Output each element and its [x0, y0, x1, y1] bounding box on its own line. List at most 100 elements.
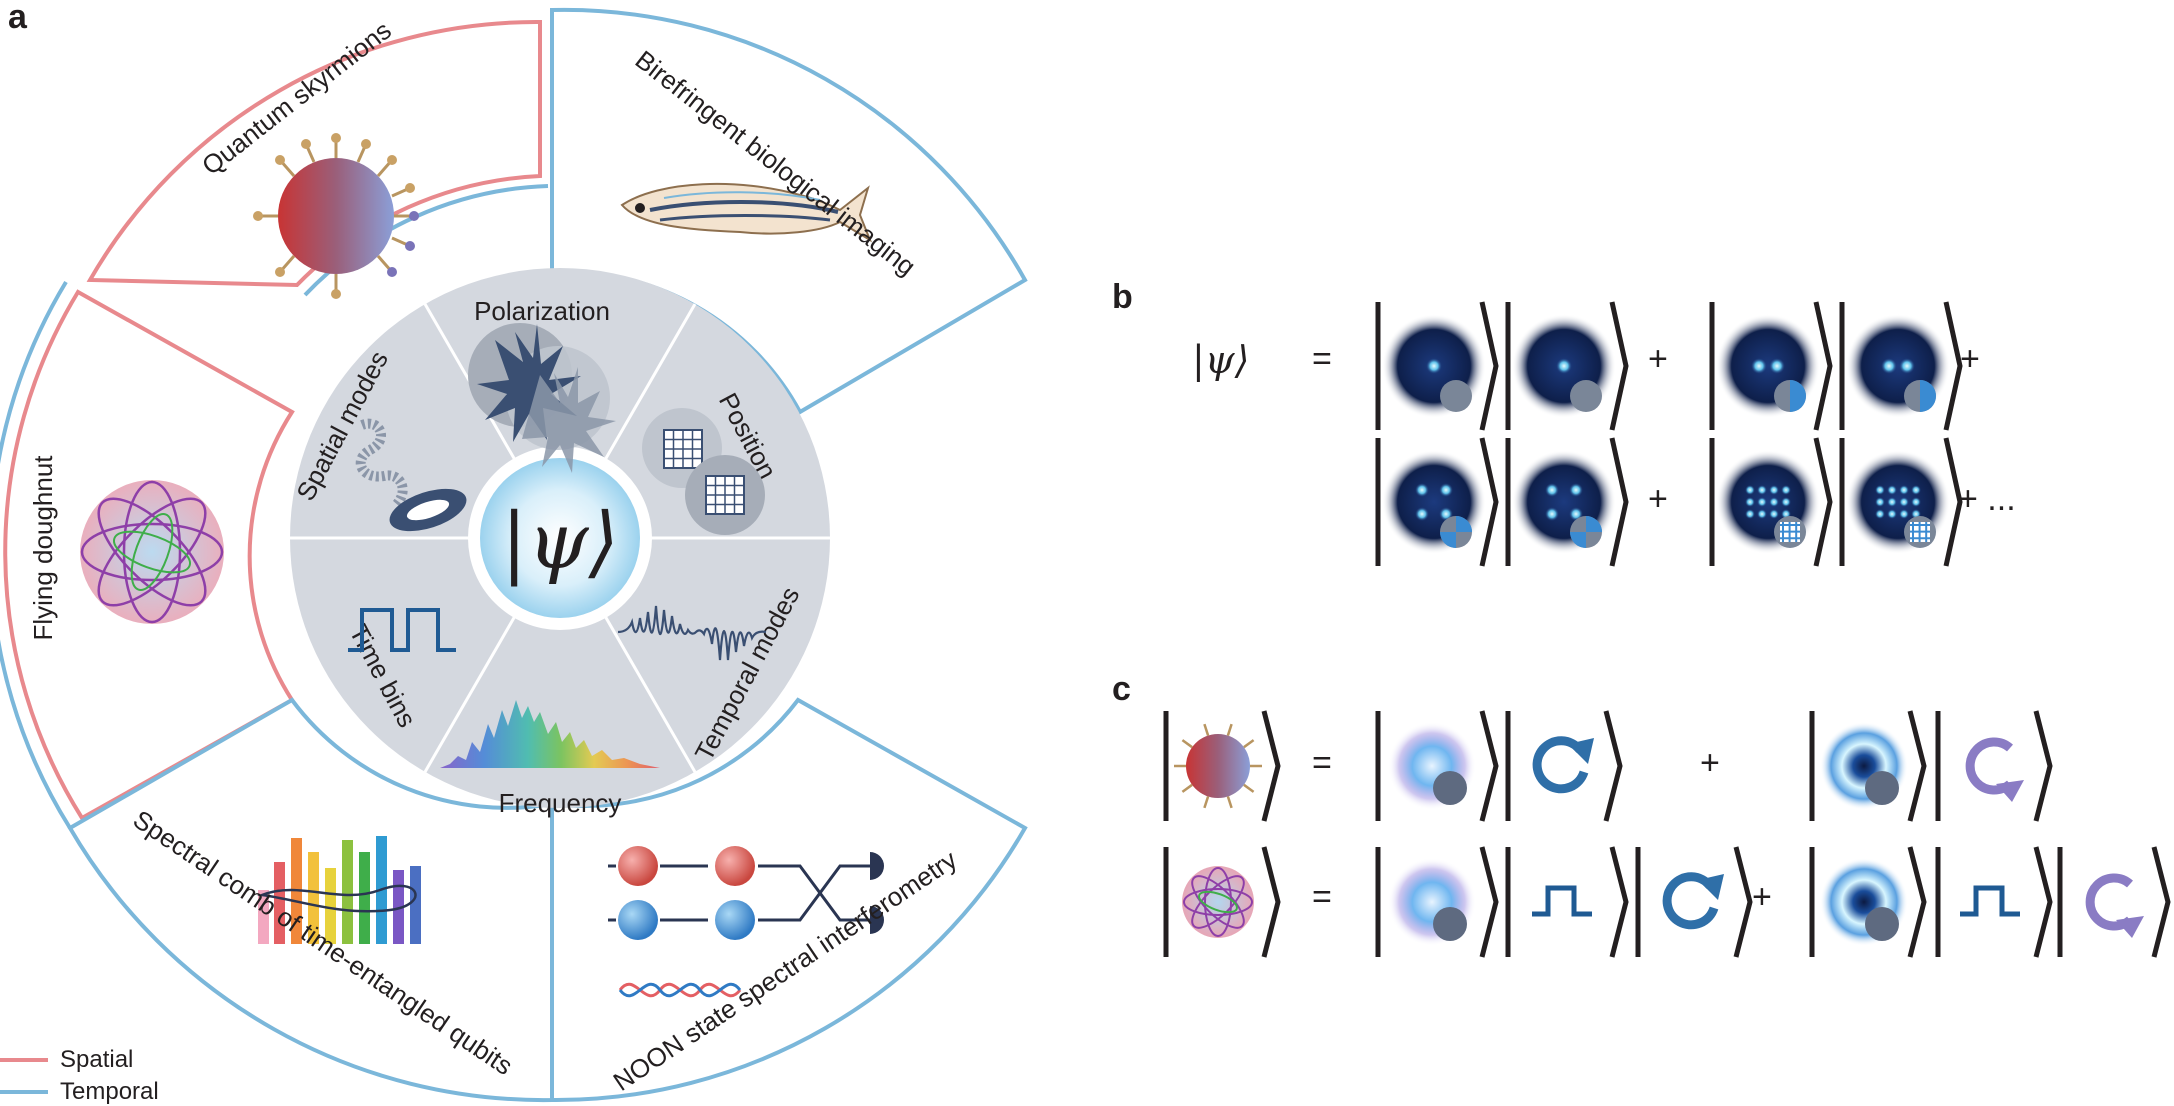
ket-bracket: [1479, 301, 1499, 431]
beam-mode: [1716, 314, 1820, 418]
beam-spot: [1769, 358, 1785, 374]
mode-index-badge: [1865, 907, 1899, 941]
ket-bracket: [1479, 846, 1499, 958]
beam-spot: [1426, 358, 1442, 374]
badge-quarter: [1456, 516, 1472, 532]
beam-spot: [1415, 483, 1429, 497]
legend-spatial-label: Spatial: [60, 1046, 134, 1073]
beam-spot: [1899, 358, 1915, 374]
temporal-wave-icon: [617, 605, 767, 661]
spatial-modes-icon: [355, 418, 467, 532]
beam-spot: [1556, 358, 1572, 374]
beam-spot: [1769, 509, 1779, 519]
sector-label-polarization: Polarization: [474, 296, 610, 326]
gaussian-beam: [1388, 858, 1476, 946]
beam-spot: [1751, 358, 1767, 374]
mode-index-badge: [1865, 771, 1899, 805]
doughnut-mini-icon: [1182, 866, 1254, 938]
beam-spot: [1887, 509, 1897, 519]
spike: [1226, 723, 1233, 736]
segment-flying-doughnut-outer: [0, 280, 72, 830]
beam-mode: [1716, 450, 1820, 554]
sector-label-frequency: Frequency: [499, 788, 622, 818]
beam-spot: [1757, 509, 1767, 519]
label-flying-doughnut: Flying doughnut: [28, 455, 58, 641]
arrow-head: [2116, 916, 2144, 938]
ket-bracket: [1943, 301, 1963, 431]
rotation-arrow-icon: [2085, 873, 2144, 938]
beam-spot: [1757, 485, 1767, 495]
ring-beam: [1820, 858, 1908, 946]
mode-index-badge: [1570, 380, 1602, 412]
ket-bracket: [1261, 710, 1281, 822]
center-psi: |ψ⟩: [501, 497, 619, 587]
panel-c-modes: [1163, 710, 2171, 958]
arrow-arc: [1965, 737, 2013, 795]
panel-letter-a: a: [8, 0, 27, 36]
ket-bracket: [1733, 846, 1753, 958]
arrow-arc: [2085, 873, 2133, 931]
segment-noon-state: [550, 697, 1028, 1103]
panel-c-plus-1: +: [1700, 744, 1720, 782]
spike: [1243, 739, 1255, 749]
panel-c-equals-1: =: [1312, 744, 1332, 782]
beam-spot: [1769, 485, 1779, 495]
beam-spot: [1745, 509, 1755, 519]
badge-quarter: [1570, 532, 1586, 548]
arrow-head: [1698, 874, 1724, 900]
ket-bracket: [1479, 437, 1499, 567]
ket-bracket: [1609, 437, 1629, 567]
spike: [1203, 796, 1210, 809]
badge-half: [1790, 380, 1806, 412]
arrow-arc: [1662, 872, 1719, 930]
beam-spot: [1875, 485, 1885, 495]
beam-spot: [1745, 485, 1755, 495]
time-bins-icon: [348, 608, 456, 652]
beam-spot: [1439, 483, 1453, 497]
badge-quarter: [1440, 532, 1456, 548]
skyrmion-mini-icon: [1174, 723, 1262, 809]
ket-bracket: [2033, 846, 2053, 958]
panel-c-plus-2: +: [1752, 878, 1772, 916]
polarization-icon: [468, 323, 616, 473]
ket-bracket: [1479, 710, 1499, 822]
panel-b-equals: =: [1312, 340, 1332, 378]
orbit-inner: [1198, 890, 1238, 914]
zebrafish-icon: [620, 182, 873, 243]
beam-spot: [1887, 497, 1897, 507]
orbit: [1183, 888, 1253, 916]
arrow-arc: [1532, 736, 1589, 794]
panel-b-plus-ellipsis: + ...: [1958, 480, 2016, 518]
beam-mode: [1512, 450, 1616, 554]
beam-spot: [1881, 358, 1897, 374]
center-glow: [480, 458, 640, 618]
legend-spatial-swatch: [0, 1058, 48, 1062]
spectral-comb-icon: [257, 836, 421, 944]
beam-spot: [1911, 497, 1921, 507]
beam-spot: [1899, 485, 1909, 495]
ket-bracket: [1813, 301, 1833, 431]
beam-spot: [1911, 485, 1921, 495]
frequency-spectrum-icon: [440, 700, 660, 768]
spike: [1203, 723, 1210, 736]
badge-half: [1920, 380, 1936, 412]
position-icon: [642, 408, 765, 535]
sphere: [1182, 866, 1254, 938]
beam-spot: [1887, 485, 1897, 495]
spike: [1243, 783, 1255, 793]
sphere: [1186, 734, 1250, 798]
skyrmion-sphere-icon: [253, 133, 419, 299]
panel-b-plus-2: +: [1960, 340, 1980, 378]
gaussian-beam: [1388, 722, 1476, 810]
orbit: [1191, 875, 1245, 929]
beam-spot: [1875, 497, 1885, 507]
mode-index-badge: [1433, 907, 1467, 941]
ket-bracket: [1261, 846, 1281, 958]
panel-b-modes: [1375, 301, 1963, 567]
beam-mode: [1846, 314, 1950, 418]
beam-spot: [1757, 497, 1767, 507]
ket-bracket: [1609, 301, 1629, 431]
orbit: [1204, 867, 1232, 937]
panel-b-plus-1: +: [1648, 340, 1668, 378]
